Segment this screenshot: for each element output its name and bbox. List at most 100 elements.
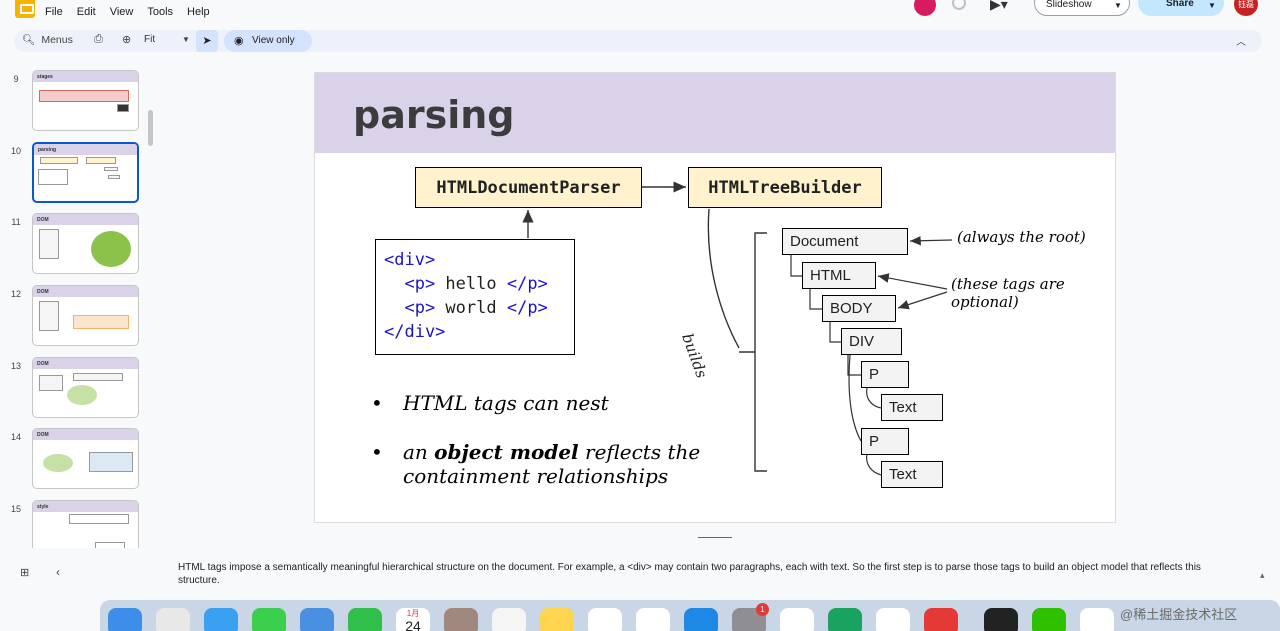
slide-thumbnail-selected[interactable]: parsing bbox=[32, 142, 139, 203]
settings-badge: 1 bbox=[756, 603, 769, 616]
bullet-text-part: reflects the bbox=[578, 440, 701, 464]
calendar-day: 24 bbox=[405, 618, 421, 631]
tree-node-text: Text bbox=[881, 394, 943, 421]
tree-node-p: P bbox=[861, 428, 909, 455]
diagram-connectors bbox=[522, 181, 953, 476]
slideshow-dropdown-icon[interactable]: ▼ bbox=[1114, 1, 1122, 10]
menu-tools[interactable]: Tools bbox=[147, 6, 174, 18]
eye-icon: ◉ bbox=[234, 35, 244, 47]
history-icon[interactable] bbox=[952, 0, 966, 10]
filmstrip-item[interactable]: 10 parsing bbox=[0, 142, 158, 206]
bullet-text: an object model reflects the bbox=[403, 440, 700, 464]
slide-number: 9 bbox=[13, 74, 19, 84]
slide-number: 11 bbox=[11, 217, 21, 227]
thumbnail-title: stages bbox=[33, 71, 138, 82]
slide-thumbnail[interactable]: DOM bbox=[32, 213, 139, 274]
menu-help[interactable]: Help bbox=[187, 6, 210, 18]
lark-icon[interactable] bbox=[780, 608, 814, 631]
menu-list: File Edit View Tools Help bbox=[45, 6, 210, 18]
tree-node-text: Text bbox=[881, 461, 943, 488]
notes-app-icon[interactable] bbox=[444, 608, 478, 631]
slide-thumbnail[interactable]: stages bbox=[32, 70, 139, 131]
slide-thumbnail[interactable]: DOM bbox=[32, 285, 139, 346]
feishu-icon[interactable] bbox=[588, 608, 622, 631]
code-text: world bbox=[435, 298, 507, 318]
messages-icon[interactable] bbox=[252, 608, 286, 631]
wechat-icon[interactable] bbox=[1032, 608, 1066, 631]
hbuilder-icon[interactable] bbox=[828, 608, 862, 631]
menu-edit[interactable]: Edit bbox=[76, 6, 96, 18]
dingtalk-icon[interactable] bbox=[1080, 608, 1114, 631]
facetime-icon[interactable] bbox=[348, 608, 382, 631]
collapse-toolbar-icon[interactable]: ︿ bbox=[1236, 37, 1246, 48]
filmstrip-item[interactable]: 13 DOM bbox=[0, 357, 158, 421]
notes-scroll-icon[interactable]: ▴ bbox=[1260, 570, 1265, 580]
terminal-icon[interactable] bbox=[984, 608, 1018, 631]
note-optional-line2: optional) bbox=[951, 293, 1019, 311]
slide-thumbnail[interactable]: DOM bbox=[32, 357, 139, 418]
share-button[interactable]: Share bbox=[1138, 0, 1224, 16]
zoom-icon[interactable]: ⊕ bbox=[122, 34, 132, 46]
chevron-down-icon[interactable]: ▼ bbox=[182, 35, 190, 44]
share-dropdown-icon[interactable]: ▼ bbox=[1208, 1, 1216, 10]
filmstrip-item[interactable]: 15 style bbox=[0, 500, 158, 548]
reminders-icon[interactable] bbox=[492, 608, 526, 631]
bullet-emphasis: object model bbox=[434, 440, 579, 464]
menu-file[interactable]: File bbox=[45, 6, 63, 18]
tree-node-div: DIV bbox=[841, 328, 902, 355]
toolbar: 🔍︎ Menus ⎙ ⊕ Fit ▼ ➤ ◉ View only ︿ bbox=[14, 30, 1262, 52]
finder-icon[interactable] bbox=[108, 608, 142, 631]
select-cursor-icon[interactable]: ➤ bbox=[196, 30, 218, 52]
filmstrip-item[interactable]: 14 DOM bbox=[0, 428, 158, 492]
code-tag: </p> bbox=[506, 298, 548, 318]
video-call-icon[interactable]: ▶▾ bbox=[990, 0, 1008, 12]
grid-view-icon[interactable]: ⊞ bbox=[20, 567, 30, 579]
bullet-text: HTML tags can nest bbox=[403, 391, 609, 415]
safari-icon[interactable] bbox=[204, 608, 238, 631]
speaker-notes[interactable]: HTML tags impose a semantically meaningf… bbox=[178, 562, 1201, 586]
chrome-icon[interactable] bbox=[636, 608, 670, 631]
tree-node-p: P bbox=[861, 361, 909, 388]
code-tag: <p> bbox=[384, 298, 436, 318]
share-label: Share bbox=[1166, 0, 1194, 9]
record-icon[interactable] bbox=[914, 0, 936, 16]
app-store-icon[interactable] bbox=[684, 608, 718, 631]
slide-header-band bbox=[315, 73, 1115, 153]
filmstrip-item[interactable]: 11 DOM bbox=[0, 213, 158, 277]
bullet-text-part: an bbox=[403, 440, 435, 464]
view-only-button[interactable]: ◉ View only bbox=[224, 30, 312, 52]
code-tag: </div> bbox=[384, 322, 446, 342]
search-menus[interactable]: 🔍︎ Menus bbox=[22, 33, 73, 47]
print-icon[interactable]: ⎙ bbox=[94, 33, 103, 45]
code-sample-box: <div> <p> hello </p> <p> world </p> </di… bbox=[375, 239, 575, 355]
filmstrip-scrollbar[interactable] bbox=[148, 110, 153, 146]
slides-logo-icon[interactable] bbox=[15, 0, 35, 18]
avatar[interactable]: 钰磊 bbox=[1234, 0, 1258, 16]
view-only-label: View only bbox=[252, 35, 295, 46]
tree-node-body: BODY bbox=[822, 295, 896, 322]
menu-view[interactable]: View bbox=[109, 6, 134, 18]
calendar-icon[interactable]: 1月 24 bbox=[396, 608, 430, 631]
slide-thumbnail[interactable]: style bbox=[32, 500, 139, 548]
vscode-icon[interactable] bbox=[876, 608, 910, 631]
tree-node-document: Document bbox=[782, 228, 908, 255]
slide-thumbnail[interactable]: DOM bbox=[32, 428, 139, 489]
mail-icon[interactable] bbox=[300, 608, 334, 631]
launchpad-icon[interactable] bbox=[156, 608, 190, 631]
notes-resize-handle[interactable] bbox=[698, 537, 732, 538]
zoom-select[interactable]: Fit bbox=[144, 34, 156, 45]
bullet-dot-icon: • bbox=[371, 391, 383, 415]
note-optional-line1: (these tags are bbox=[951, 275, 1065, 293]
slide-number: 10 bbox=[10, 146, 21, 156]
filmstrip-item[interactable]: 9 stages bbox=[0, 70, 158, 134]
slide-title: parsing bbox=[353, 93, 515, 137]
search-menus-label: Menus bbox=[41, 33, 73, 46]
code-text: hello bbox=[435, 274, 507, 294]
thumbnail-title: style bbox=[33, 501, 138, 512]
youdao-icon[interactable] bbox=[924, 608, 958, 631]
filmstrip-item[interactable]: 12 DOM bbox=[0, 285, 158, 349]
watermark: @稀土掘金技术社区 bbox=[1120, 607, 1238, 622]
thumbnail-title: DOM bbox=[33, 214, 138, 225]
stickies-icon[interactable] bbox=[540, 608, 574, 631]
collapse-filmstrip-icon[interactable]: ‹ bbox=[56, 565, 60, 579]
